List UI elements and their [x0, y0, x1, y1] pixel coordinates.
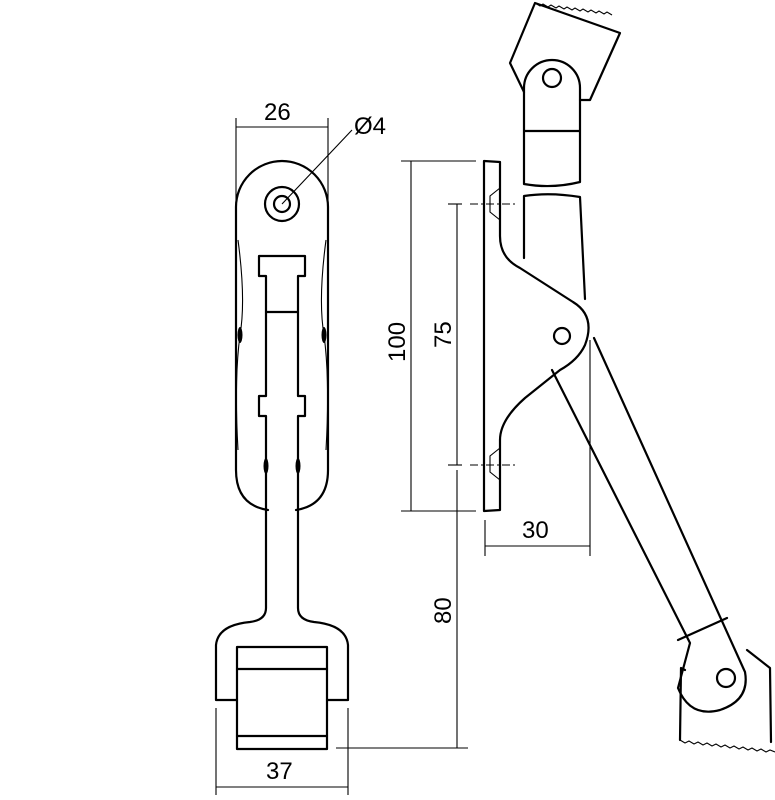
upper-rubber-pad [508, 1, 622, 102]
rivet-right-icon [321, 327, 327, 343]
arm-shaft [214, 310, 350, 702]
countersink-bottom [489, 447, 501, 481]
mount-hole-inner [272, 194, 292, 214]
rivet-left-icon [237, 327, 243, 343]
rubber-foot [235, 645, 329, 751]
dim-37-label: 37 [266, 758, 293, 785]
upper-pin-hole [541, 67, 563, 89]
dim-diameter-label: Ø4 [354, 113, 386, 140]
housing-inner-right [320, 239, 329, 451]
dim-75-label: 75 [430, 321, 457, 348]
housing-inner-left [235, 239, 244, 451]
pivot-right-icon [295, 458, 301, 474]
mount-hole-outer [263, 185, 301, 223]
upper-arm [522, 58, 587, 301]
pivot-left-icon [263, 458, 269, 474]
lower-rubber-pad [678, 648, 773, 744]
diameter-leader [281, 129, 353, 205]
dim-100-label: 100 [384, 322, 411, 362]
upper-pad-teeth [534, 2, 613, 16]
lower-arm [550, 336, 747, 713]
lower-arm-joint [676, 616, 729, 642]
lower-pad-teeth [679, 739, 775, 753]
side-view: 100 75 80 30 [336, 1, 775, 753]
lower-pin-hole [715, 667, 737, 689]
dim-26-label: 26 [264, 99, 291, 126]
pivot-hole [552, 326, 572, 346]
mounting-plate [482, 159, 590, 513]
front-view: 26 Ø4 37 [214, 99, 386, 795]
arm-head [257, 254, 307, 314]
dim-80-label: 80 [430, 597, 457, 624]
dim-30-label: 30 [522, 517, 549, 544]
housing-outline [234, 159, 330, 512]
